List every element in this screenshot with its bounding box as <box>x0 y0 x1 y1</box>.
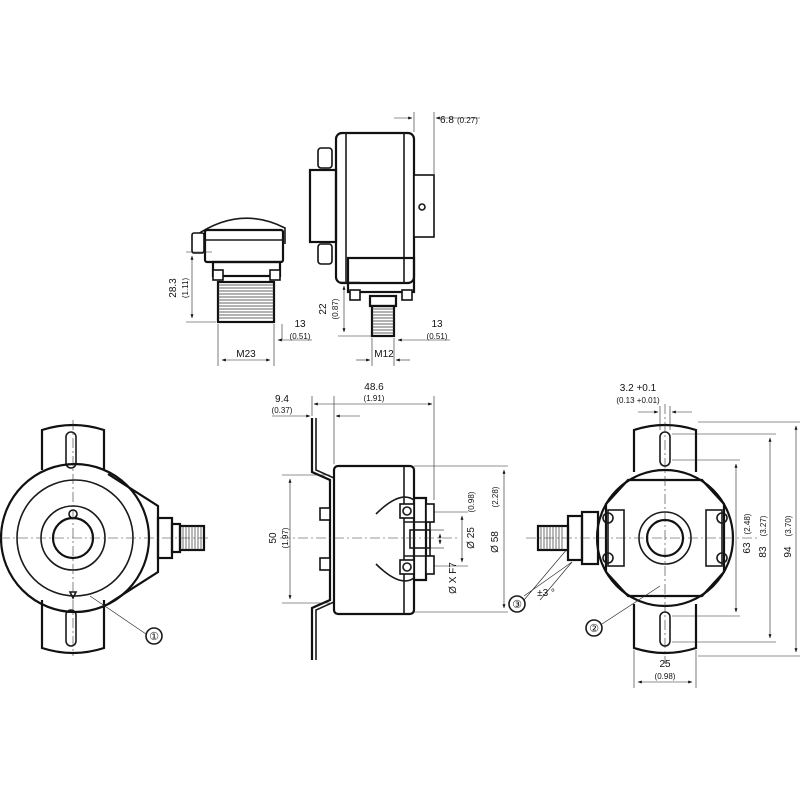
dim-25: 25 <box>659 659 671 670</box>
dim-83-inch: (3.27) <box>759 515 768 536</box>
angle-label: ±3 ° <box>537 588 555 599</box>
dim-9-4: 9.4 <box>275 394 289 405</box>
dim-22: 22 <box>318 303 329 315</box>
dim-94-inch: (3.70) <box>784 515 793 536</box>
callout-2 <box>585 619 603 637</box>
dim-83: 83 <box>758 546 769 558</box>
dim-25-inch: (0.98) <box>655 672 676 681</box>
dim-d58: Ø 58 <box>490 531 501 553</box>
callout-3-group: ③ <box>508 547 569 613</box>
dim-22-inch: (0.87) <box>331 298 340 319</box>
bottom-right-view: 3.2 +0.1 (0.13 +0.01) 63 (2.48) 83 (3.27… <box>523 383 800 688</box>
dim-48-6: 48.6 <box>364 382 384 393</box>
dim-13-right: 13 <box>431 319 443 330</box>
dim-d58-inch: (2.28) <box>491 486 500 507</box>
callout-3 <box>508 595 526 613</box>
dim-63: 63 <box>742 542 753 554</box>
callout-3-label: ③ <box>512 598 522 611</box>
dim-d25-inch: (0.98) <box>467 491 476 512</box>
dim-48-6-inch: (1.91) <box>364 394 385 403</box>
thread-m23: M23 <box>236 349 256 360</box>
callout-1-label: ① <box>149 630 159 643</box>
dim-13-left-inch: (0.51) <box>290 332 311 341</box>
callout-2-label: ② <box>589 622 599 635</box>
dim-28-3: 28.3 <box>168 278 179 298</box>
top-left-view: 28.3 (1.11) M23 13 (0.51) <box>168 217 312 366</box>
dim-shaft-xf7: Ø X F7 <box>448 562 459 594</box>
top-right-view: 6.8 (0.27) 22 (0.87) M12 13 (0.51) <box>308 112 480 366</box>
dim-3-2: 3.2 +0.1 <box>620 383 657 394</box>
bottom-left-view: ① <box>0 420 210 656</box>
dim-50-inch: (1.97) <box>281 527 290 548</box>
dim-3-2-inch: (0.13 +0.01) <box>616 396 660 405</box>
dim-13-right-inch: (0.51) <box>427 332 448 341</box>
callout-1 <box>145 627 163 645</box>
dim-d25: Ø 25 <box>466 527 477 549</box>
dim-50: 50 <box>268 532 279 544</box>
dim-9-4-inch: (0.37) <box>272 406 293 415</box>
dim-28-3-inch: (1.11) <box>181 278 190 299</box>
dim-6-8: 6.8 <box>440 115 454 126</box>
dim-63-inch: (2.48) <box>743 513 752 534</box>
thread-m12: M12 <box>374 349 394 360</box>
dim-13-left: 13 <box>294 319 306 330</box>
dim-6-8-inch: (0.27) <box>457 116 478 125</box>
dim-94: 94 <box>783 546 794 558</box>
bottom-middle-view: 9.4 (0.37) 48.6 (1.91) 50 (1.97) Ø 25 (0… <box>268 382 508 660</box>
